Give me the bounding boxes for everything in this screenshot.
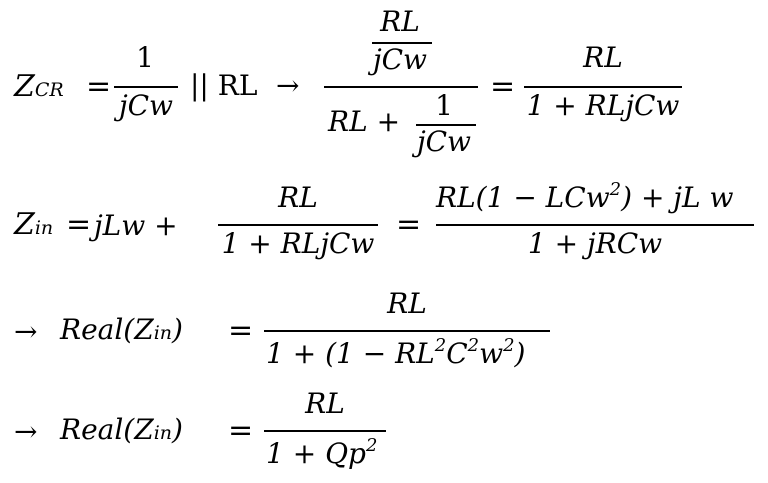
real-z-text: Real(Z [60,313,154,346]
jlw-term: jLw + [94,209,178,242]
z-letter: Z [14,69,35,104]
inner-num-bar [372,42,432,44]
parallel-rl: || RL [190,69,258,102]
exponent-3: 2 [503,335,515,356]
compound-den-frac-num: 1 [435,89,453,122]
exponent-2: 2 [467,335,480,356]
close-paren: ) [172,413,183,446]
result-denominator: 1 + RLjCw [526,89,680,122]
denominator: 1 + (1 − RL2C2w2) [266,337,526,370]
exponent-1: 2 [434,335,447,356]
den-part-a: 1 + Qp [266,437,366,470]
den-part-d: ) [514,337,526,370]
den-part-a: 1 + (1 − RL [266,337,435,370]
result-bar [436,224,754,226]
frac-denominator: 1 + RLjCw [221,227,375,260]
compound-den-frac-bar [416,124,476,126]
numerator: RL [387,287,427,320]
compound-den-left: RL + [328,105,401,138]
squared-exponent: 2 [609,179,622,200]
in-subscript: in [153,322,173,344]
equals-sign: = [228,413,254,448]
fraction-bar [264,430,386,432]
in-subscript: in [34,217,54,239]
frac1-bar [114,86,178,88]
numerator-part-a: RL(1 − LCw [436,181,610,214]
result-numerator: RL(1 − LCw2) + jL w [436,181,734,214]
fraction-bar [264,330,550,332]
real-z-text: Real(Z [60,413,154,446]
z-cr-symbol: ZCR [14,72,64,102]
compound-den-frac-den: jCw [416,125,472,158]
compound-fraction-bar [324,86,478,88]
equals-sign-2: = [490,69,516,104]
arrow: → [14,315,38,348]
inner-num-denominator: jCw [372,43,428,76]
frac-numerator: RL [278,181,318,214]
frac-bar [218,224,378,226]
real-z-in: Real(Zin) [60,416,183,444]
equals-sign: = [66,207,92,242]
close-paren: ) [172,313,183,346]
in-subscript: in [153,422,173,444]
arrow: → [276,69,300,102]
den-part-b: C [446,337,468,370]
equals-sign: = [86,69,112,104]
equals-sign-2: = [396,207,422,242]
z-letter: Z [14,207,35,242]
cr-subscript: CR [34,79,64,101]
arrow: → [14,415,38,448]
z-in-symbol: Zin [14,210,53,240]
denominator: 1 + Qp2 [266,437,377,470]
frac1-numerator: 1 [136,41,154,74]
squared-exponent: 2 [365,435,378,456]
numerator-part-b: ) + jL w [621,181,734,214]
inner-num-numerator: RL [380,5,420,38]
real-z-in: Real(Zin) [60,316,183,344]
result-numerator: RL [583,41,623,74]
equals-sign: = [228,313,254,348]
result-denominator: 1 + jRCw [527,227,663,260]
result-bar [524,86,682,88]
numerator: RL [305,387,345,420]
frac1-denominator: jCw [118,89,174,122]
den-part-c: w [479,337,504,370]
